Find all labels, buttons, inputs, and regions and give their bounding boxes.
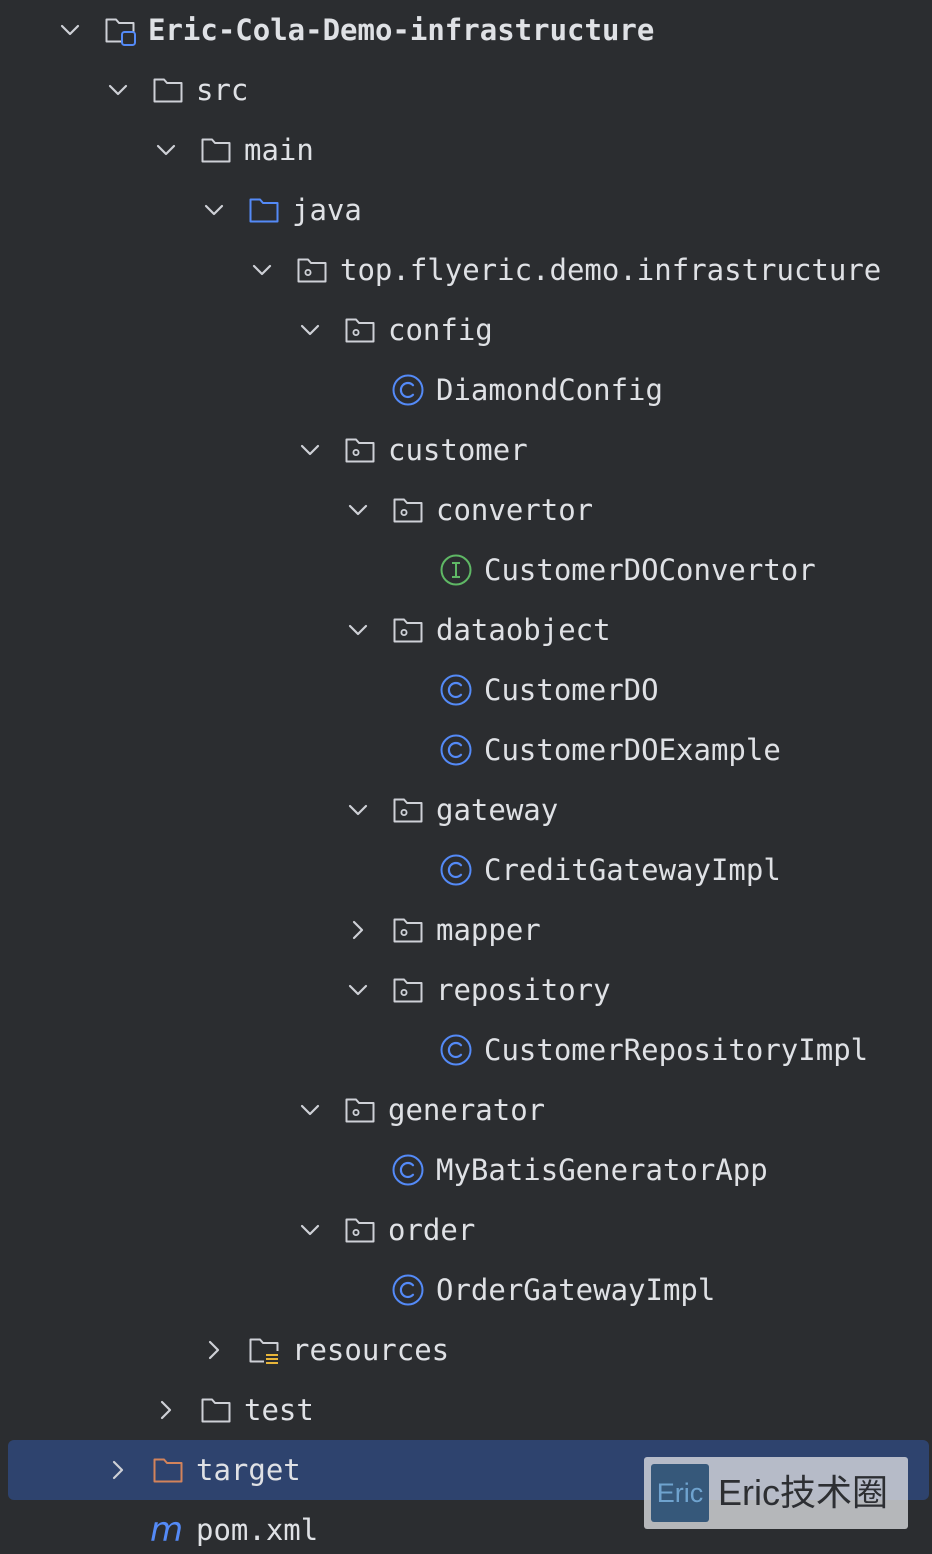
chevron-down-icon[interactable]: [299, 1099, 321, 1121]
class-icon: [391, 1273, 425, 1307]
class-icon: [439, 853, 473, 887]
maven-icon: m: [149, 1510, 189, 1550]
tree-node-convertor[interactable]: convertor: [0, 480, 932, 540]
package-icon: [343, 1093, 377, 1127]
tree-node-pom-xml[interactable]: m pom.xml: [0, 1500, 932, 1554]
tree-node-customer[interactable]: customer: [0, 420, 932, 480]
excluded-folder-icon: [151, 1453, 185, 1487]
tree-node-label: CustomerRepositoryImpl: [484, 1033, 869, 1067]
tree-node-label: gateway: [436, 793, 559, 827]
tree-node-test[interactable]: test: [0, 1380, 932, 1440]
tree-node-eric-cola-demo-infrastructure[interactable]: Eric-Cola-Demo-infrastructure: [0, 0, 932, 60]
tree-node-customerdoexample[interactable]: CustomerDOExample: [0, 720, 932, 780]
tree-node-mapper[interactable]: mapper: [0, 900, 932, 960]
tree-node-label: DiamondConfig: [436, 373, 663, 407]
tree-node-label: CreditGatewayImpl: [484, 853, 781, 887]
tree-node-top-flyeric-demo-infrastructure[interactable]: top.flyeric.demo.infrastructure: [0, 240, 932, 300]
package-icon: [343, 313, 377, 347]
package-icon: [295, 253, 329, 287]
watermark-logo: Eric: [651, 1464, 709, 1522]
class-icon: [391, 373, 425, 407]
package-icon: [391, 913, 425, 947]
tree-node-label: mapper: [436, 913, 541, 947]
tree-node-label: OrderGatewayImpl: [436, 1273, 716, 1307]
tree-node-java[interactable]: java: [0, 180, 932, 240]
tree-node-label: generator: [388, 1093, 546, 1127]
class-icon: [439, 1033, 473, 1067]
class-icon: [439, 733, 473, 767]
chevron-down-icon[interactable]: [107, 79, 129, 101]
tree-node-label: MyBatisGeneratorApp: [436, 1153, 768, 1187]
source-root-folder-icon: [247, 193, 281, 227]
tree-node-customerrepositoryimpl[interactable]: CustomerRepositoryImpl: [0, 1020, 932, 1080]
chevron-down-icon[interactable]: [251, 259, 273, 281]
tree-node-label: repository: [436, 973, 611, 1007]
package-icon: [391, 493, 425, 527]
chevron-down-icon[interactable]: [299, 1219, 321, 1241]
tree-node-label: top.flyeric.demo.infrastructure: [340, 253, 882, 287]
chevron-down-icon[interactable]: [155, 139, 177, 161]
chevron-down-icon[interactable]: [59, 19, 81, 41]
chevron-right-icon[interactable]: [347, 919, 369, 941]
tree-node-creditgatewayimpl[interactable]: CreditGatewayImpl: [0, 840, 932, 900]
svg-text:m: m: [150, 1513, 183, 1547]
tree-node-label: target: [196, 1453, 301, 1487]
resources-folder-icon: [247, 1333, 281, 1367]
folder-icon: [199, 1393, 233, 1427]
tree-node-label: pom.xml: [196, 1513, 319, 1547]
tree-node-generator[interactable]: generator: [0, 1080, 932, 1140]
chevron-right-icon[interactable]: [155, 1399, 177, 1421]
chevron-down-icon[interactable]: [347, 619, 369, 641]
package-icon: [391, 973, 425, 1007]
watermark-text: Eric技术圈: [718, 1472, 888, 1513]
watermark: Eric Eric技术圈: [644, 1457, 908, 1529]
tree-node-diamondconfig[interactable]: DiamondConfig: [0, 360, 932, 420]
module-folder-icon: [103, 13, 137, 47]
tree-node-customerdoconvertor[interactable]: CustomerDOConvertor: [0, 540, 932, 600]
tree-node-dataobject[interactable]: dataobject: [0, 600, 932, 660]
chevron-down-icon[interactable]: [299, 439, 321, 461]
package-icon: [391, 793, 425, 827]
tree-node-resources[interactable]: resources: [0, 1320, 932, 1380]
class-icon: [391, 1153, 425, 1187]
package-icon: [391, 613, 425, 647]
tree-node-label: CustomerDOExample: [484, 733, 781, 767]
chevron-down-icon[interactable]: [347, 799, 369, 821]
class-icon: [439, 673, 473, 707]
tree-node-label: java: [292, 193, 362, 227]
tree-node-repository[interactable]: repository: [0, 960, 932, 1020]
tree-node-label: resources: [292, 1333, 450, 1367]
tree-node-label: main: [244, 133, 314, 167]
interface-icon: [439, 553, 473, 587]
tree-node-label: CustomerDOConvertor: [484, 553, 816, 587]
tree-node-label: config: [388, 313, 493, 347]
chevron-down-icon[interactable]: [299, 319, 321, 341]
chevron-down-icon[interactable]: [347, 979, 369, 1001]
chevron-down-icon[interactable]: [347, 499, 369, 521]
package-icon: [343, 1213, 377, 1247]
tree-node-mybatisgeneratorapp[interactable]: MyBatisGeneratorApp: [0, 1140, 932, 1200]
tree-node-label: src: [196, 73, 249, 107]
tree-node-config[interactable]: config: [0, 300, 932, 360]
tree-node-src[interactable]: src: [0, 60, 932, 120]
tree-node-label: CustomerDO: [484, 673, 659, 707]
chevron-down-icon[interactable]: [203, 199, 225, 221]
tree-node-main[interactable]: main: [0, 120, 932, 180]
tree-node-label: dataobject: [436, 613, 611, 647]
tree-node-order[interactable]: order: [0, 1200, 932, 1260]
folder-icon: [151, 73, 185, 107]
package-icon: [343, 433, 377, 467]
chevron-right-icon[interactable]: [203, 1339, 225, 1361]
tree-node-label: customer: [388, 433, 528, 467]
tree-node-label: order: [388, 1213, 476, 1247]
tree-node-label: convertor: [436, 493, 594, 527]
folder-icon: [199, 133, 233, 167]
tree-node-label: test: [244, 1393, 314, 1427]
tree-node-gateway[interactable]: gateway: [0, 780, 932, 840]
tree-node-label: Eric-Cola-Demo-infrastructure: [148, 13, 655, 47]
tree-node-customerdo[interactable]: CustomerDO: [0, 660, 932, 720]
tree-node-ordergatewayimpl[interactable]: OrderGatewayImpl: [0, 1260, 932, 1320]
chevron-right-icon[interactable]: [107, 1459, 129, 1481]
